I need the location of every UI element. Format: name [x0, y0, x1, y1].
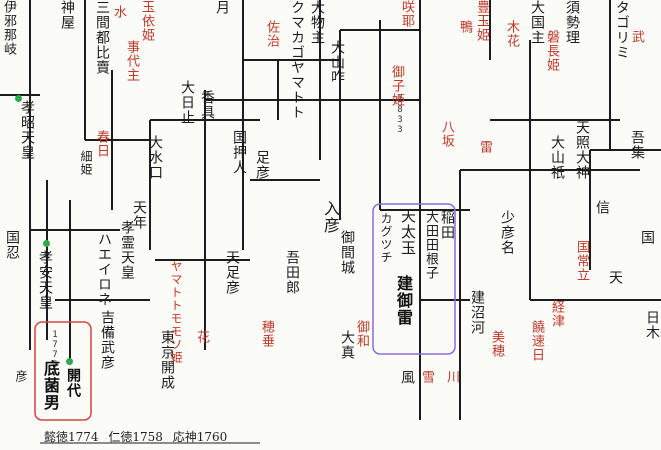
year-1833: 1833 — [395, 95, 405, 135]
name-hosohime: 細姫 — [79, 150, 93, 176]
name-haru: 春日 — [94, 130, 109, 158]
name-miho: 美穂 — [489, 330, 504, 358]
name-iwa: 磐長姫 — [544, 30, 559, 72]
name-hachiman: 入彦 — [321, 200, 340, 234]
name-tarashi: 足彦 — [254, 150, 270, 180]
footer-years: 懿徳1774 仁徳1758 応神1760 — [44, 428, 233, 445]
name-kuninotoko: 国常立 — [574, 240, 589, 282]
name-oyamakui: 大山咋 — [329, 40, 345, 85]
name-kamiya: 神屋 — [59, 0, 75, 30]
name-yamatoto: ヤマトトモモソ姫 — [169, 260, 183, 364]
name-konohana: 木花 — [504, 20, 519, 48]
name-hotari: 穂垂 — [259, 320, 274, 348]
name-kamo: 鴨 — [457, 20, 472, 34]
name-izana: 伊邪那岐 — [1, 0, 16, 56]
name-ohmononushi: 大物主 — [309, 0, 325, 45]
name-tenseki: 天太玉 — [399, 208, 417, 256]
name-sukunahiko: 少彦名 — [499, 210, 515, 255]
name-gotaro: 吾田郎 — [284, 250, 300, 295]
name-toyo: 開代 — [65, 368, 81, 398]
name-kaguya: 香具 — [199, 90, 215, 120]
name-tokyo-kaisei: 東京開成 — [159, 330, 175, 390]
name-kunioshi: 国押人 — [231, 130, 247, 175]
name-oshimi: 大日止 — [179, 80, 195, 125]
name-sumoto: 天年 — [131, 200, 147, 230]
name-kumanokara: クマカゴヤマトト — [289, 0, 305, 120]
name-amaterasu: 天照大神 — [574, 120, 590, 180]
name-fubito: 天足彦 — [224, 250, 240, 295]
name-futsu: 経津 — [549, 300, 564, 328]
name-mimaki: 御間城 — [339, 230, 355, 275]
name-goshuu: 吾集 — [629, 130, 645, 160]
name-sunome: 須勢理 — [564, 0, 580, 45]
name-tamayori: 玉依姫 — [139, 0, 154, 42]
name-ohyamatsumi: 大山祇 — [549, 135, 565, 180]
footer-year-1: 懿徳1774 — [44, 430, 99, 444]
name-inada: 稲田 — [439, 210, 455, 240]
name-hae: ハエイロネ — [96, 232, 112, 307]
name-emperor-kosho: 孝昭天皇 — [19, 100, 35, 160]
name-mimatsu: 三間都比賣 — [94, 0, 110, 75]
name-take: 武 — [629, 30, 644, 44]
name-emperor-koan: 孝安天皇 — [37, 250, 53, 310]
name-nigi: 饒速日 — [529, 320, 544, 362]
name-mizu: 水 — [111, 5, 126, 19]
marker-dot — [15, 95, 22, 102]
name-tsuki: 月 — [214, 0, 230, 15]
name-okosei: 御子姫 — [389, 65, 404, 107]
footer-year-3: 応神1760 — [172, 430, 228, 444]
name-toyotama: 豊玉姫 — [474, 0, 489, 42]
name-sakuya: 咲耶 — [399, 0, 414, 28]
name-kaze: 風 — [399, 370, 415, 385]
name-hiki: 日木 — [644, 310, 660, 340]
name-emperor-korei: 孝霊天皇 — [119, 220, 135, 280]
name-ookuninushi: 大国主 — [529, 0, 545, 45]
name-sokomaro: 底菌男 — [41, 360, 60, 411]
name-shinobi: 国忍 — [4, 230, 20, 260]
name-hana: 花 — [194, 330, 209, 344]
name-kenmaki: 建御雷 — [394, 275, 413, 326]
name-ohma: 大真 — [339, 330, 355, 360]
name-ohtataneko: 大田田根子 — [423, 210, 438, 280]
footer-year-2: 仁徳1758 — [108, 430, 163, 444]
marker-dot — [43, 240, 50, 247]
name-hiko: 彦 — [14, 370, 28, 383]
name-saji: 佐治 — [264, 20, 279, 48]
name-shigemi: 御和 — [354, 320, 369, 348]
name-koku: 国 — [639, 230, 655, 245]
name-tago: タゴリミ — [614, 0, 630, 60]
name-kagutsuchi: カグツチ — [379, 212, 393, 264]
name-yuki: 雪 — [419, 370, 434, 384]
marker-dot — [66, 358, 73, 365]
year-1775: 1775 — [50, 330, 60, 370]
name-ame: 天 — [607, 270, 623, 285]
name-yasaka: 八坂 — [439, 120, 454, 148]
name-ikazuchi: 雷 — [477, 140, 492, 154]
name-takenami: 建沼河 — [469, 290, 485, 335]
name-kawa: 川 — [444, 370, 459, 384]
name-shina: 信 — [594, 200, 610, 215]
name-kotoshiro: 事代主 — [124, 40, 139, 82]
name-kibi: 吉備武彦 — [99, 310, 115, 370]
name-ohmizu: 大水口 — [147, 135, 163, 180]
